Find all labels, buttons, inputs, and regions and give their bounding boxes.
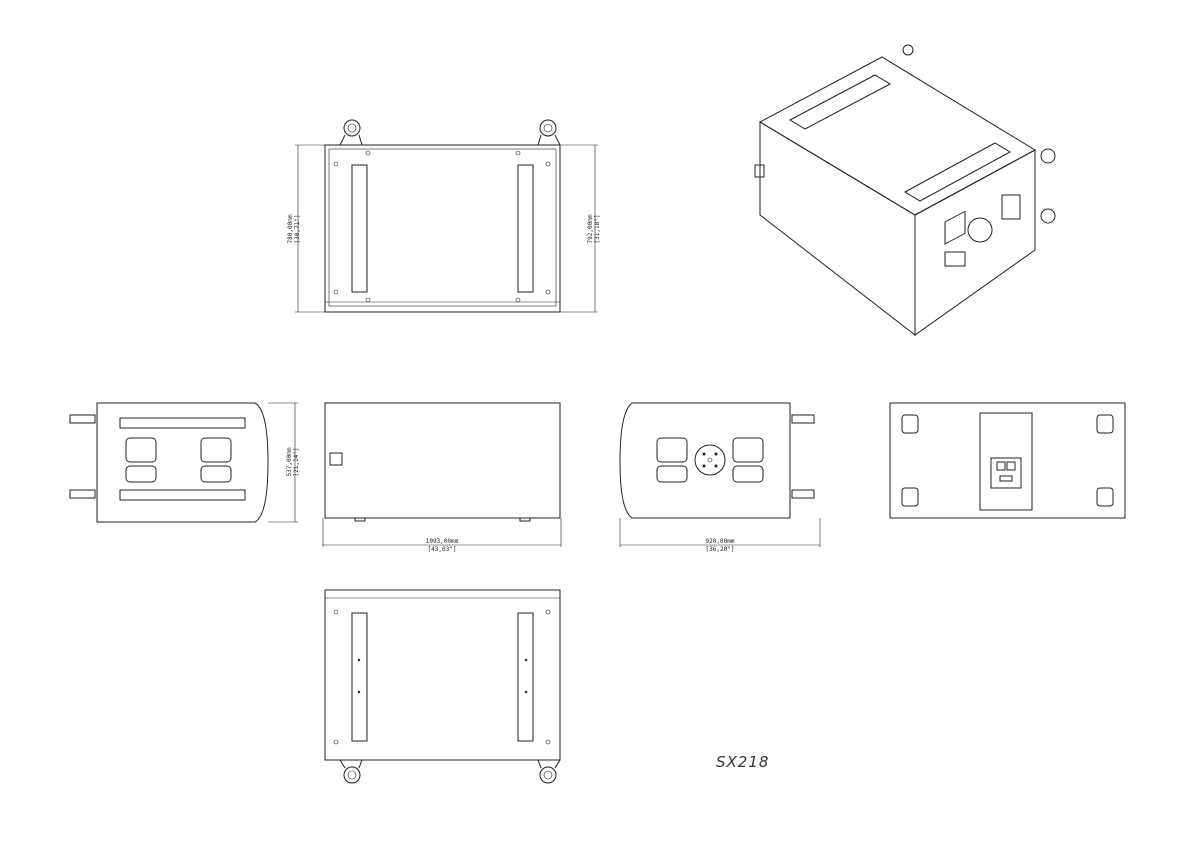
top-view: 780,00mm [30,71"] 792,00mm [31,18"]	[287, 119, 601, 313]
depth-left-inch: [30,71"]	[294, 215, 301, 244]
long-side-view: 1093,00mm [43,03"]	[322, 402, 562, 553]
height-mm: 537,00mm	[286, 447, 293, 476]
width-mm: 1093,00mm	[426, 538, 459, 545]
depth-right-inch: [31,18"]	[594, 215, 601, 244]
height-inch: [21,14"]	[293, 448, 300, 477]
bottom-view	[324, 589, 561, 784]
back-view	[889, 402, 1126, 519]
wheel-icon	[339, 119, 363, 146]
front-width-mm: 920,00mm	[706, 538, 735, 545]
model-label: SX218	[716, 753, 769, 771]
depth-left-mm: 780,00mm	[287, 214, 294, 243]
wheel-icon	[537, 119, 561, 146]
front-view: 920,00mm [36,20"]	[619, 402, 821, 553]
width-inch: [43,03"]	[428, 546, 457, 553]
wheel-icon	[537, 759, 561, 784]
wheel-icon	[339, 759, 363, 784]
front-width-inch: [36,20"]	[706, 546, 735, 553]
side-view: 537,00mm [21,14"]	[69, 402, 300, 523]
depth-right-mm: 792,00mm	[587, 214, 594, 243]
isometric-view	[754, 44, 1056, 337]
